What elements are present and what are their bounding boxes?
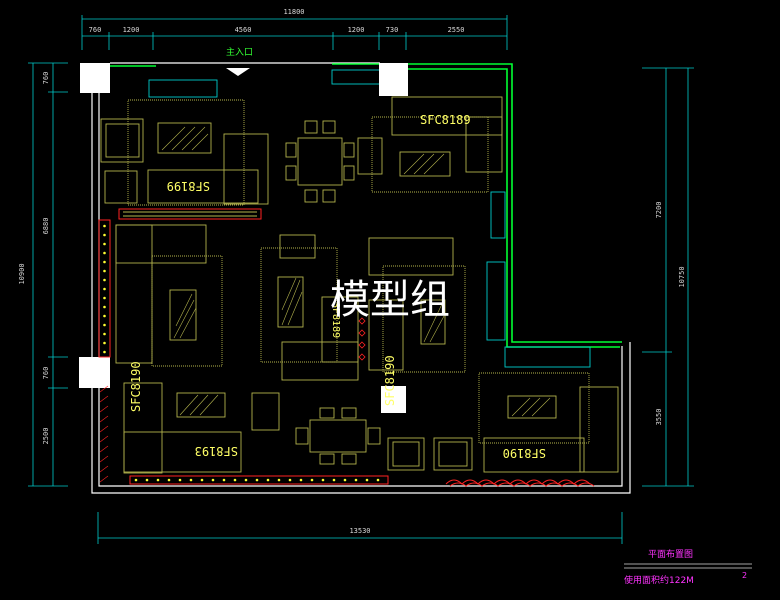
- sofa-group-middle-left: [115, 224, 223, 367]
- dim-top-seg-3: 4560: [235, 26, 252, 34]
- dim-top-seg-2: 1200: [123, 26, 140, 34]
- label-sofa-top-right: SFC8189: [420, 113, 471, 127]
- dim-top-seg-5: 730: [386, 26, 399, 34]
- light-dot: [321, 478, 325, 482]
- dim-bottom-total: 13530: [349, 527, 370, 535]
- area-note: 使用面积约122M: [624, 574, 694, 586]
- furniture-layout: [100, 96, 619, 474]
- lighting-strip-bottom: [129, 475, 389, 485]
- sofa-group-top-right: [357, 96, 503, 193]
- label-sofa-left-vertical: SFC8190: [129, 361, 143, 412]
- light-dot: [255, 478, 259, 482]
- light-dot: [103, 287, 106, 291]
- light-dot: [145, 478, 149, 482]
- dim-left-total: 10900: [18, 263, 26, 284]
- right-dimension-chain: [642, 67, 694, 487]
- bottom-dimension-chain: [97, 512, 623, 544]
- light-dot: [310, 478, 314, 482]
- dim-right-total: 10750: [678, 266, 686, 287]
- light-dot: [103, 251, 106, 255]
- light-dot: [211, 478, 215, 482]
- armchairs-bottom: [387, 437, 473, 471]
- entrance-label: 主入口: [226, 46, 253, 58]
- cyan-window-panels: [148, 69, 591, 368]
- light-dot: [332, 478, 336, 482]
- dining-set-top: [285, 120, 355, 203]
- light-dot: [244, 478, 248, 482]
- sofa-group-center: [260, 234, 359, 381]
- light-dot: [167, 478, 171, 482]
- dim-top-seg-4: 1200: [348, 26, 365, 34]
- drawing-title: 平面布置图: [648, 548, 693, 560]
- dim-right-seg-2: 3550: [655, 409, 663, 426]
- light-dot: [103, 341, 106, 345]
- wave-planter: [445, 479, 595, 487]
- light-dot: [134, 478, 138, 482]
- dim-top-seg-6: 2550: [448, 26, 465, 34]
- light-dot: [103, 233, 106, 237]
- label-sofa-center: SF8189: [330, 302, 341, 338]
- dim-top-total: 11800: [283, 8, 304, 16]
- sofa-group-bottom-left: [123, 382, 280, 474]
- sofa-group-center-right: [368, 237, 466, 373]
- light-dot: [103, 269, 106, 273]
- light-dot: [343, 478, 347, 482]
- light-dot: [103, 242, 106, 246]
- light-dot: [103, 323, 106, 327]
- dim-left-seg-3: 760: [42, 367, 50, 380]
- label-sofa-center-vertical: SFC8190: [383, 355, 397, 406]
- light-dot: [376, 478, 380, 482]
- light-dots-bottom: [134, 478, 380, 482]
- light-dot: [103, 224, 106, 228]
- display-rail-top: [118, 208, 262, 220]
- light-dot: [288, 478, 292, 482]
- dim-top-seg-1: 760: [89, 26, 102, 34]
- light-dot: [103, 314, 106, 318]
- hatched-wall-left: [99, 385, 109, 483]
- sofa-group-top-left: [100, 99, 269, 206]
- light-dot: [103, 296, 106, 300]
- sofa-group-bottom-right: [478, 372, 619, 473]
- dim-left-seg-4: 2500: [42, 428, 50, 445]
- watermark: 模型组: [330, 277, 450, 323]
- light-dot: [189, 478, 193, 482]
- light-dot: [222, 478, 226, 482]
- light-dot: [200, 478, 204, 482]
- dining-set-bottom: [295, 407, 381, 465]
- light-dot: [233, 478, 237, 482]
- light-dot: [103, 350, 106, 354]
- lighting-strip-left: [98, 219, 111, 358]
- left-dimension-chain: [28, 62, 68, 487]
- light-dot: [365, 478, 369, 482]
- red-diamond-markers: [358, 317, 366, 361]
- entrance-arrow-icon: [226, 68, 250, 76]
- dim-left-seg-1: 760: [42, 72, 50, 85]
- structural-columns: [79, 63, 408, 413]
- area-superscript: 2: [742, 571, 747, 580]
- light-dot: [178, 478, 182, 482]
- light-dots-left: [103, 224, 106, 354]
- light-dot: [266, 478, 270, 482]
- light-dot: [156, 478, 160, 482]
- light-dot: [277, 478, 281, 482]
- light-dot: [103, 332, 106, 336]
- light-dot: [354, 478, 358, 482]
- light-dot: [103, 260, 106, 264]
- dim-right-seg-1: 7200: [655, 202, 663, 219]
- label-sofa-top-left: SF8199: [167, 179, 210, 193]
- dim-left-seg-2: 6880: [42, 218, 50, 235]
- label-sofa-bottom-left: SF8193: [195, 444, 238, 458]
- label-sofa-bottom-right: SF8190: [503, 446, 546, 460]
- top-dimension-chain: [81, 15, 508, 50]
- light-dot: [103, 278, 106, 282]
- light-dot: [299, 478, 303, 482]
- light-dot: [103, 305, 106, 309]
